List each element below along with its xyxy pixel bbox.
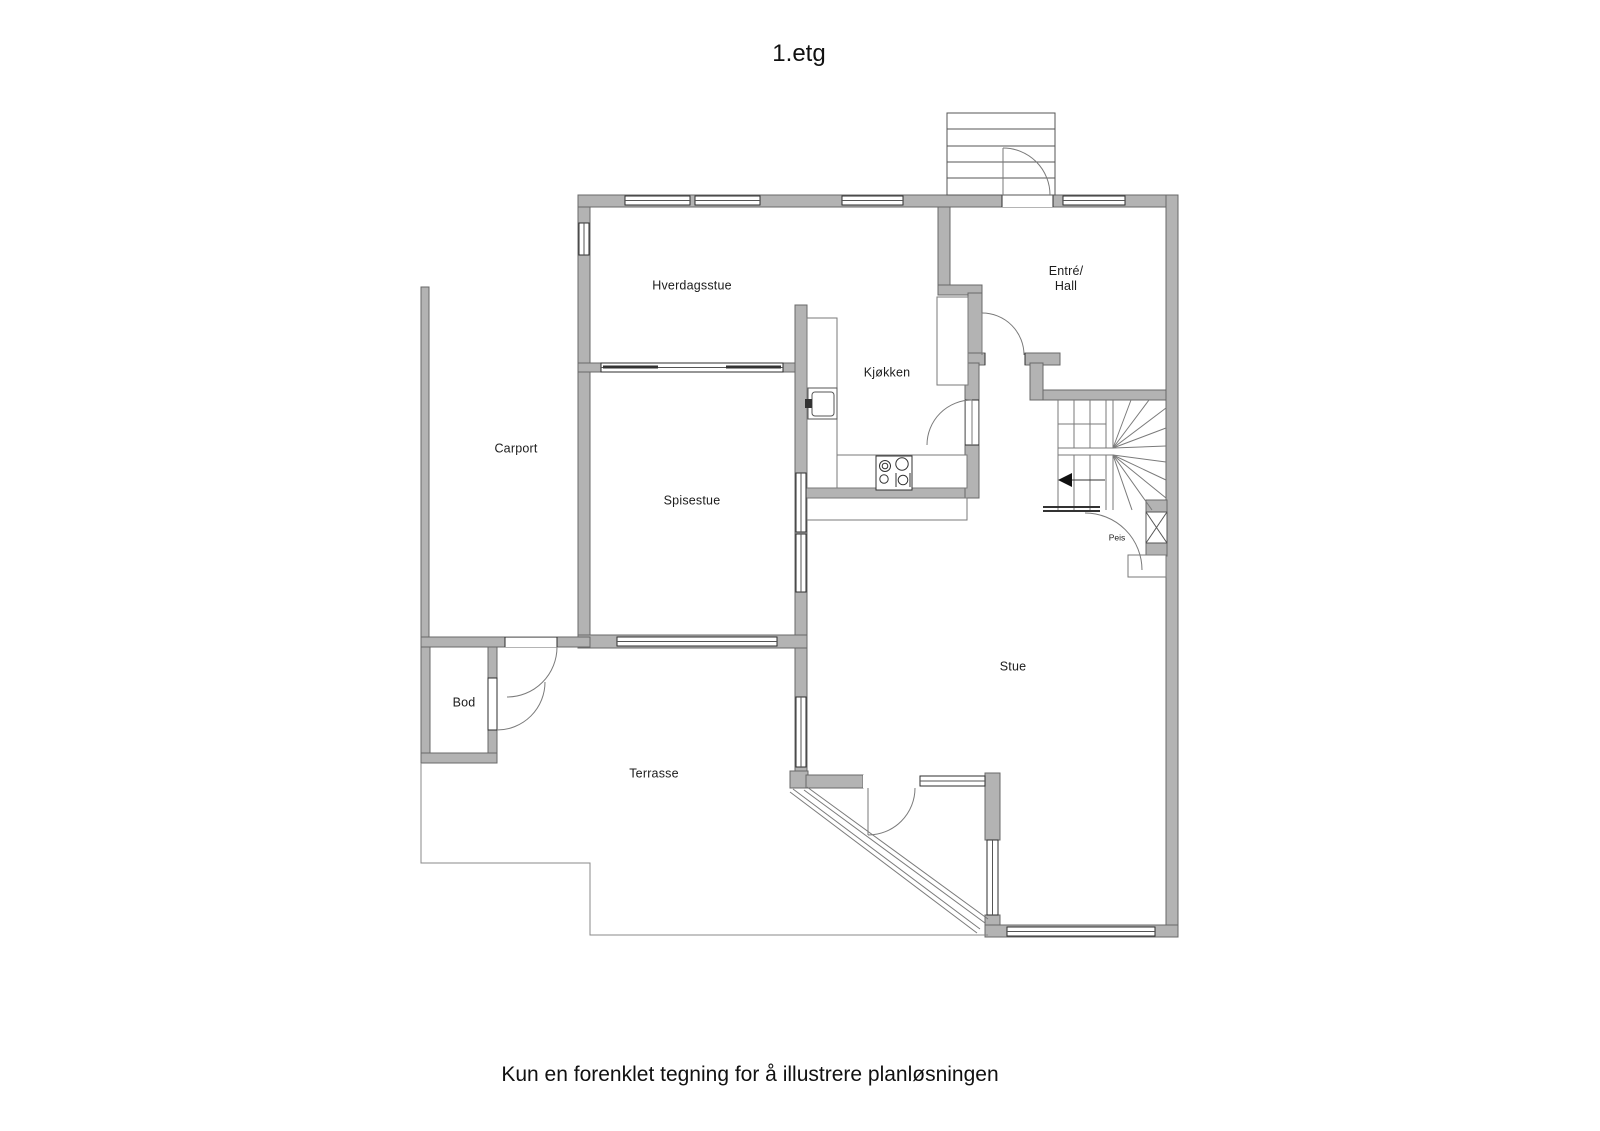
windows <box>487 195 1156 937</box>
entrance-steps <box>946 112 1056 196</box>
stove-icon <box>875 455 913 491</box>
room-label-hverdagsstue: Hverdagsstue <box>652 278 732 293</box>
staircase <box>1043 399 1167 512</box>
room-label-terrasse: Terrasse <box>629 766 679 781</box>
terrace-outline <box>420 763 988 936</box>
room-label-stue: Stue <box>999 659 1027 674</box>
room-label-entre-hall: Entré/ Hall <box>1049 264 1084 294</box>
diagonal-wall <box>789 786 989 934</box>
room-label-entre-line1: Entré/ <box>1048 264 1084 278</box>
sink-icon <box>805 387 838 420</box>
door-swings <box>496 147 1143 836</box>
room-label-entre-line2: Hall <box>1054 279 1078 293</box>
room-label-carport: Carport <box>494 441 538 456</box>
room-label-peis: Peis <box>1108 532 1126 543</box>
caption: Kun en forenklet tegning for å illustrer… <box>501 1063 999 1086</box>
fireplace-icon <box>1145 511 1168 544</box>
floor-title: 1.etg <box>772 40 826 67</box>
room-label-bod: Bod <box>452 695 476 710</box>
room-label-kjokken: Kjøkken <box>863 365 911 380</box>
stair-direction-arrow <box>1058 473 1105 487</box>
room-label-spisestue: Spisestue <box>663 493 721 508</box>
